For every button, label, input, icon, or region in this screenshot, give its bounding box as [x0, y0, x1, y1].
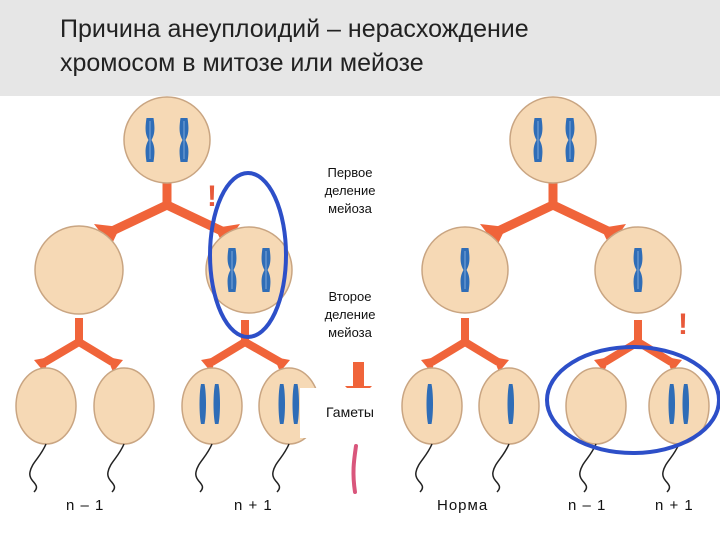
tail: [415, 443, 680, 493]
error-bubble: [646, 305, 714, 339]
first-division-label: Первое деление мейоза: [324, 165, 376, 216]
arrow: [462, 338, 501, 366]
error-mark: !: [678, 308, 688, 341]
daughter-cell: [205, 226, 293, 314]
chromatid: [292, 384, 299, 424]
highlight-circle: [208, 171, 288, 339]
tail: [29, 443, 290, 493]
arrowhead: [34, 357, 50, 372]
left-tree: !: [15, 96, 320, 493]
title-line-2: хромосом в митозе или мейозе: [60, 49, 424, 77]
gamete-label-n-plus-1: n + 1: [234, 497, 273, 514]
gamete: [93, 367, 155, 445]
highlight-circle: [545, 345, 720, 455]
arrowhead: [201, 357, 217, 372]
arrow: [635, 338, 674, 366]
gamete: [15, 367, 77, 445]
arrowhead: [107, 357, 123, 372]
daughter-cell: [34, 225, 124, 315]
arrowhead: [94, 224, 120, 246]
gamete: [565, 367, 627, 445]
error-mark: !: [207, 180, 217, 213]
division-panel: [297, 104, 417, 360]
arrow: [492, 180, 558, 238]
title-line-1: Причина анеуплоидий – нерасхождение: [60, 15, 529, 43]
right-tree: !: [401, 96, 720, 493]
arrowhead: [274, 357, 290, 372]
arrowhead: [493, 357, 509, 372]
second-division-label: Второе деление мейоза: [324, 289, 376, 340]
gametes-label: Гаметы: [325, 404, 374, 420]
chromatid: [682, 384, 689, 424]
gamete-label-n-minus-1: n – 1: [568, 497, 607, 514]
chromatid: [278, 384, 285, 424]
arrow: [42, 318, 282, 366]
chromatid: [507, 384, 514, 424]
chromatid: [426, 384, 433, 424]
slide-title: Причина анеуплоидий – нерасхождение хром…: [60, 12, 680, 80]
parent-cell: [509, 96, 597, 184]
gamete: [181, 367, 243, 445]
arrowhead: [666, 357, 682, 372]
gametes-box: [300, 388, 400, 438]
arrow: [429, 318, 469, 366]
arrowhead: [421, 357, 437, 372]
parent-cell: [123, 96, 211, 184]
arrow: [602, 320, 642, 366]
arrowhead: [480, 224, 506, 246]
chromatid: [213, 384, 220, 424]
gamete-label-n-minus-1: n – 1: [66, 497, 105, 514]
title-bar: [0, 0, 720, 96]
chromatid: [199, 384, 206, 424]
sperm-tail-icon: [351, 444, 358, 494]
chromatid: [668, 384, 675, 424]
arrowhead: [594, 357, 610, 372]
gamete-label-n-plus-1: n + 1: [655, 497, 694, 514]
gamete-label-normal: Норма: [437, 497, 489, 514]
